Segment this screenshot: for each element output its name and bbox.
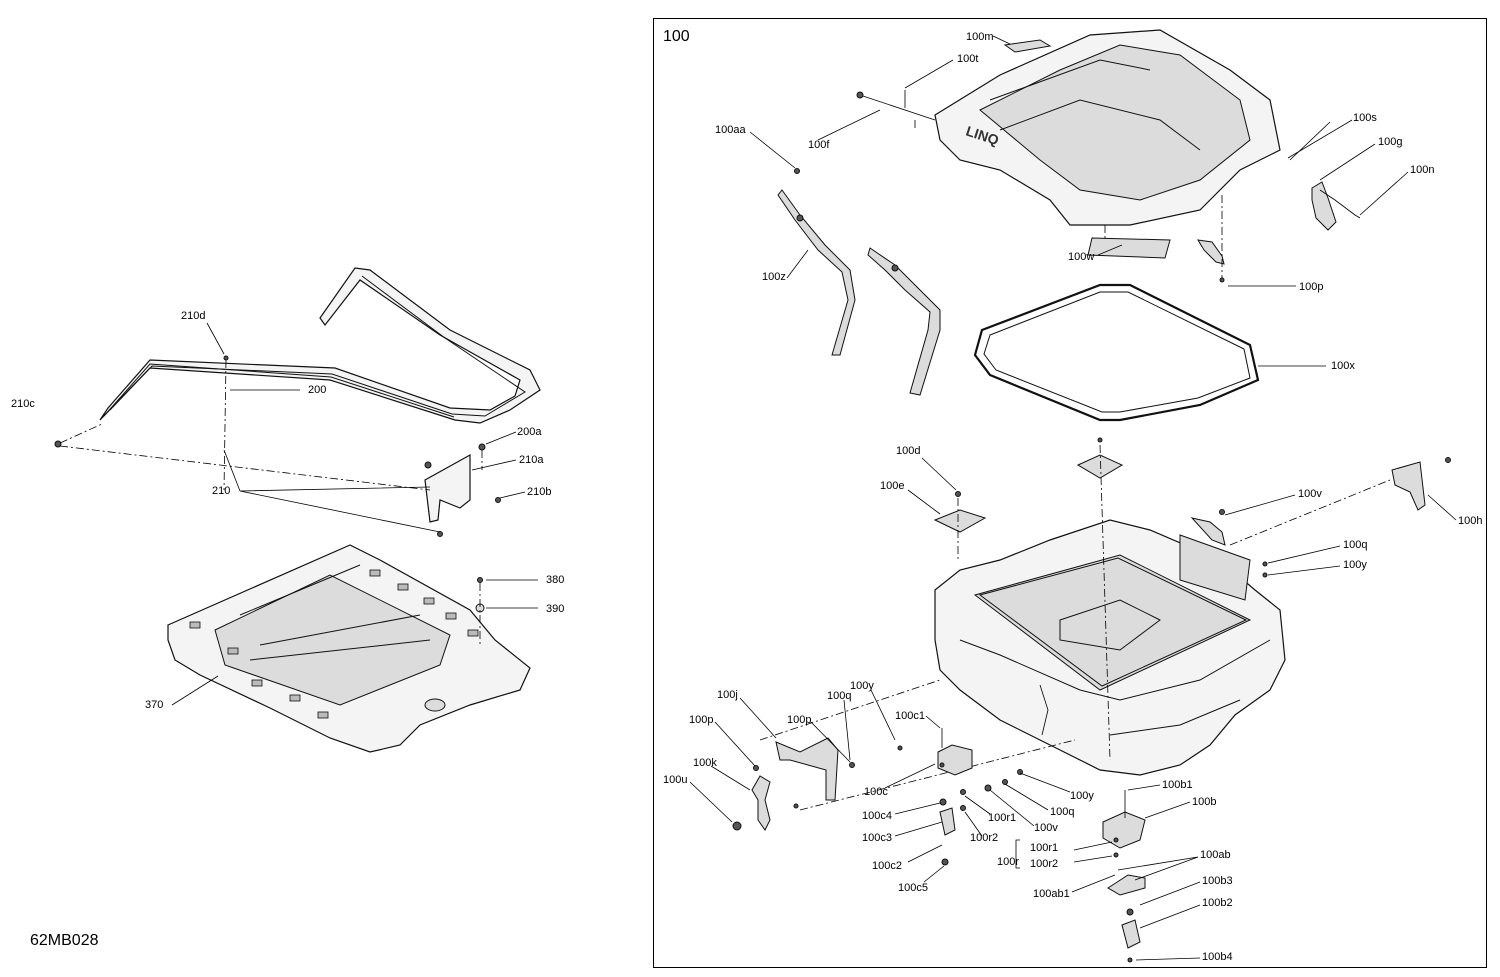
callout-100k: 100k	[693, 757, 717, 769]
callout-100e: 100e	[880, 480, 905, 492]
callout-100r1-b: 100r1	[1030, 842, 1059, 854]
callout-100ab: 100ab	[1200, 849, 1231, 861]
callout-100u: 100u	[663, 774, 688, 786]
callout-100p-left1: 100p	[689, 714, 714, 726]
leader-lines-left	[171, 322, 538, 706]
callout-210c: 210c	[11, 398, 35, 410]
callout-100z: 100z	[762, 271, 786, 283]
callout-100f: 100f	[808, 139, 830, 151]
callout-100t: 100t	[957, 53, 979, 65]
callout-100b4: 100b4	[1202, 951, 1233, 963]
group-label: 100	[663, 28, 690, 45]
callout-100r1-a: 100r1	[988, 812, 1017, 824]
group-100-frame	[653, 18, 1487, 968]
callout-100s: 100s	[1353, 112, 1377, 124]
callout-100v-mid: 100v	[1034, 822, 1058, 834]
strap-100z	[777, 168, 941, 396]
callout-100r2-a: 100r2	[970, 832, 999, 844]
callout-100p-left2: 100p	[787, 714, 812, 726]
callout-100c2: 100c2	[872, 860, 902, 872]
callout-100h: 100h	[1458, 515, 1483, 527]
callout-100v-top: 100v	[1298, 488, 1322, 500]
callout-210d: 210d	[181, 310, 206, 322]
callout-100aa: 100aa	[715, 124, 746, 136]
callout-100ab1: 100ab1	[1033, 888, 1070, 900]
storage-lid: LINQ	[934, 29, 1281, 259]
gasket-100x	[973, 283, 1260, 422]
callout-100x: 100x	[1331, 360, 1355, 372]
callout-100w: 100w	[1068, 251, 1095, 263]
callout-100b: 100b	[1192, 796, 1217, 808]
callout-100b2: 100b2	[1202, 897, 1233, 909]
callout-100b3: 100b3	[1202, 875, 1233, 887]
callout-100j: 100j	[717, 689, 738, 701]
callout-100q-right: 100q	[1343, 539, 1368, 551]
callout-210a: 210a	[519, 454, 544, 466]
callout-200a: 200a	[517, 426, 542, 438]
callout-100r: 100r	[997, 856, 1020, 868]
callout-100y-left: 100y	[850, 680, 874, 692]
callout-100c5: 100c5	[898, 882, 928, 894]
callout-100y-mid: 100y	[1070, 790, 1094, 802]
callout-100g: 100g	[1378, 136, 1403, 148]
base-plate-370	[167, 544, 531, 753]
callout-210b: 210b	[527, 486, 552, 498]
callout-100m: 100m	[966, 31, 994, 43]
callout-100n: 100n	[1410, 164, 1435, 176]
callout-100q-mid: 100q	[1050, 806, 1075, 818]
callout-100c1: 100c1	[895, 710, 925, 722]
diagram-code: 62MB028	[30, 932, 99, 949]
callout-380: 380	[546, 574, 565, 586]
callout-100c3: 100c3	[862, 832, 892, 844]
callout-200: 200	[308, 384, 327, 396]
callout-370: 370	[145, 699, 164, 711]
callout-100p-top: 100p	[1299, 281, 1324, 293]
storage-tub	[934, 519, 1286, 776]
rack-frame-200	[99, 267, 541, 424]
callout-100c4: 100c4	[862, 810, 892, 822]
leader-lines-right	[689, 35, 1457, 961]
callout-100r2-b: 100r2	[1030, 858, 1059, 870]
callout-100q-left: 100q	[827, 690, 852, 702]
callout-100c: 100c	[864, 786, 888, 798]
callout-390: 390	[546, 603, 565, 615]
callout-100y-right: 100y	[1343, 559, 1367, 571]
callout-100b1: 100b1	[1162, 779, 1193, 791]
bracket-210	[54, 355, 501, 537]
callout-210: 210	[212, 485, 231, 497]
callout-100d: 100d	[896, 445, 921, 457]
